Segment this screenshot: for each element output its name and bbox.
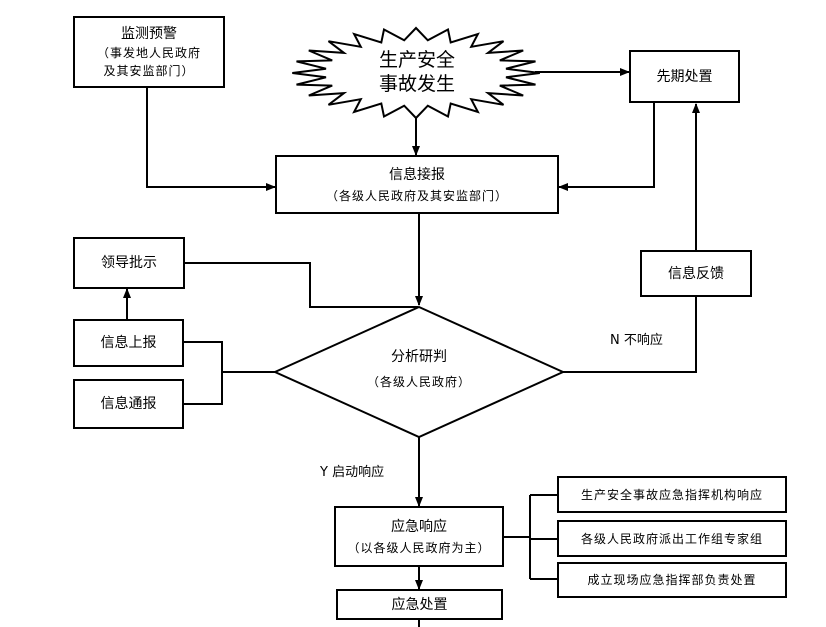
edge-report-notify-bracket <box>184 341 275 405</box>
respond-node: 应急响应 （以各级人民政府为主） <box>334 506 504 567</box>
respond-title: 应急响应 <box>391 518 447 535</box>
feedback-node: 信息反馈 <box>640 250 752 297</box>
edge-monitor-to-report <box>146 88 276 191</box>
analyze-node: 分析研判 （各级人民政府） <box>339 347 499 391</box>
respond-sub: （以各级人民政府为主） <box>347 540 491 555</box>
monitor-title: 监测预警 <box>121 26 177 42</box>
report-title: 信息接报 <box>389 166 445 183</box>
notify-node: 信息通报 <box>73 379 184 429</box>
feedback-title: 信息反馈 <box>668 265 724 282</box>
leader-node: 领导批示 <box>73 237 185 289</box>
action-node-3: 成立现场应急指挥部负责处置 <box>557 562 787 598</box>
edge-respond-to-actions <box>504 494 557 580</box>
no-response-label: N 不响应 <box>610 333 663 348</box>
action-node-1: 生产安全事故应急指挥机构响应 <box>557 476 787 513</box>
accident-node: 生产安全 事故发生 <box>355 48 479 96</box>
notify-title: 信息通报 <box>100 396 157 412</box>
start-response-label: Y 启动响应 <box>320 465 385 480</box>
action2-title: 各级人民政府派出工作组专家组 <box>580 531 763 546</box>
upreport-node: 信息上报 <box>73 319 184 367</box>
monitor-sub1: （事发地人民政府 <box>96 46 201 60</box>
report-sub: （各级人民政府及其安监部门） <box>325 188 508 203</box>
dispose-title: 应急处置 <box>391 596 448 613</box>
analyze-sub: （各级人民政府） <box>366 375 471 389</box>
early-title: 先期处置 <box>656 68 713 85</box>
report-node: 信息接报 （各级人民政府及其安监部门） <box>275 155 559 214</box>
upreport-title: 信息上报 <box>100 335 157 351</box>
action3-title: 成立现场应急指挥部负责处置 <box>587 573 757 587</box>
dispose-node: 应急处置 <box>336 589 503 620</box>
leader-title: 领导批示 <box>101 255 157 271</box>
monitor-sub2: 及其安监部门） <box>103 64 195 78</box>
accident-line1: 生产安全 <box>378 49 455 71</box>
analyze-title: 分析研判 <box>391 349 447 365</box>
action1-title: 生产安全事故应急指挥机构响应 <box>580 487 763 502</box>
analyze-diamond-shape <box>272 305 566 439</box>
edge-early-to-report <box>558 103 655 191</box>
action-node-2: 各级人民政府派出工作组专家组 <box>557 520 787 557</box>
monitor-node: 监测预警 （事发地人民政府 及其安监部门） <box>73 16 225 88</box>
accident-line2: 事故发生 <box>378 73 455 95</box>
edge-leader-to-analyze <box>185 262 418 308</box>
early-node: 先期处置 <box>629 50 740 103</box>
edge-analyze-to-feedback <box>563 297 697 373</box>
